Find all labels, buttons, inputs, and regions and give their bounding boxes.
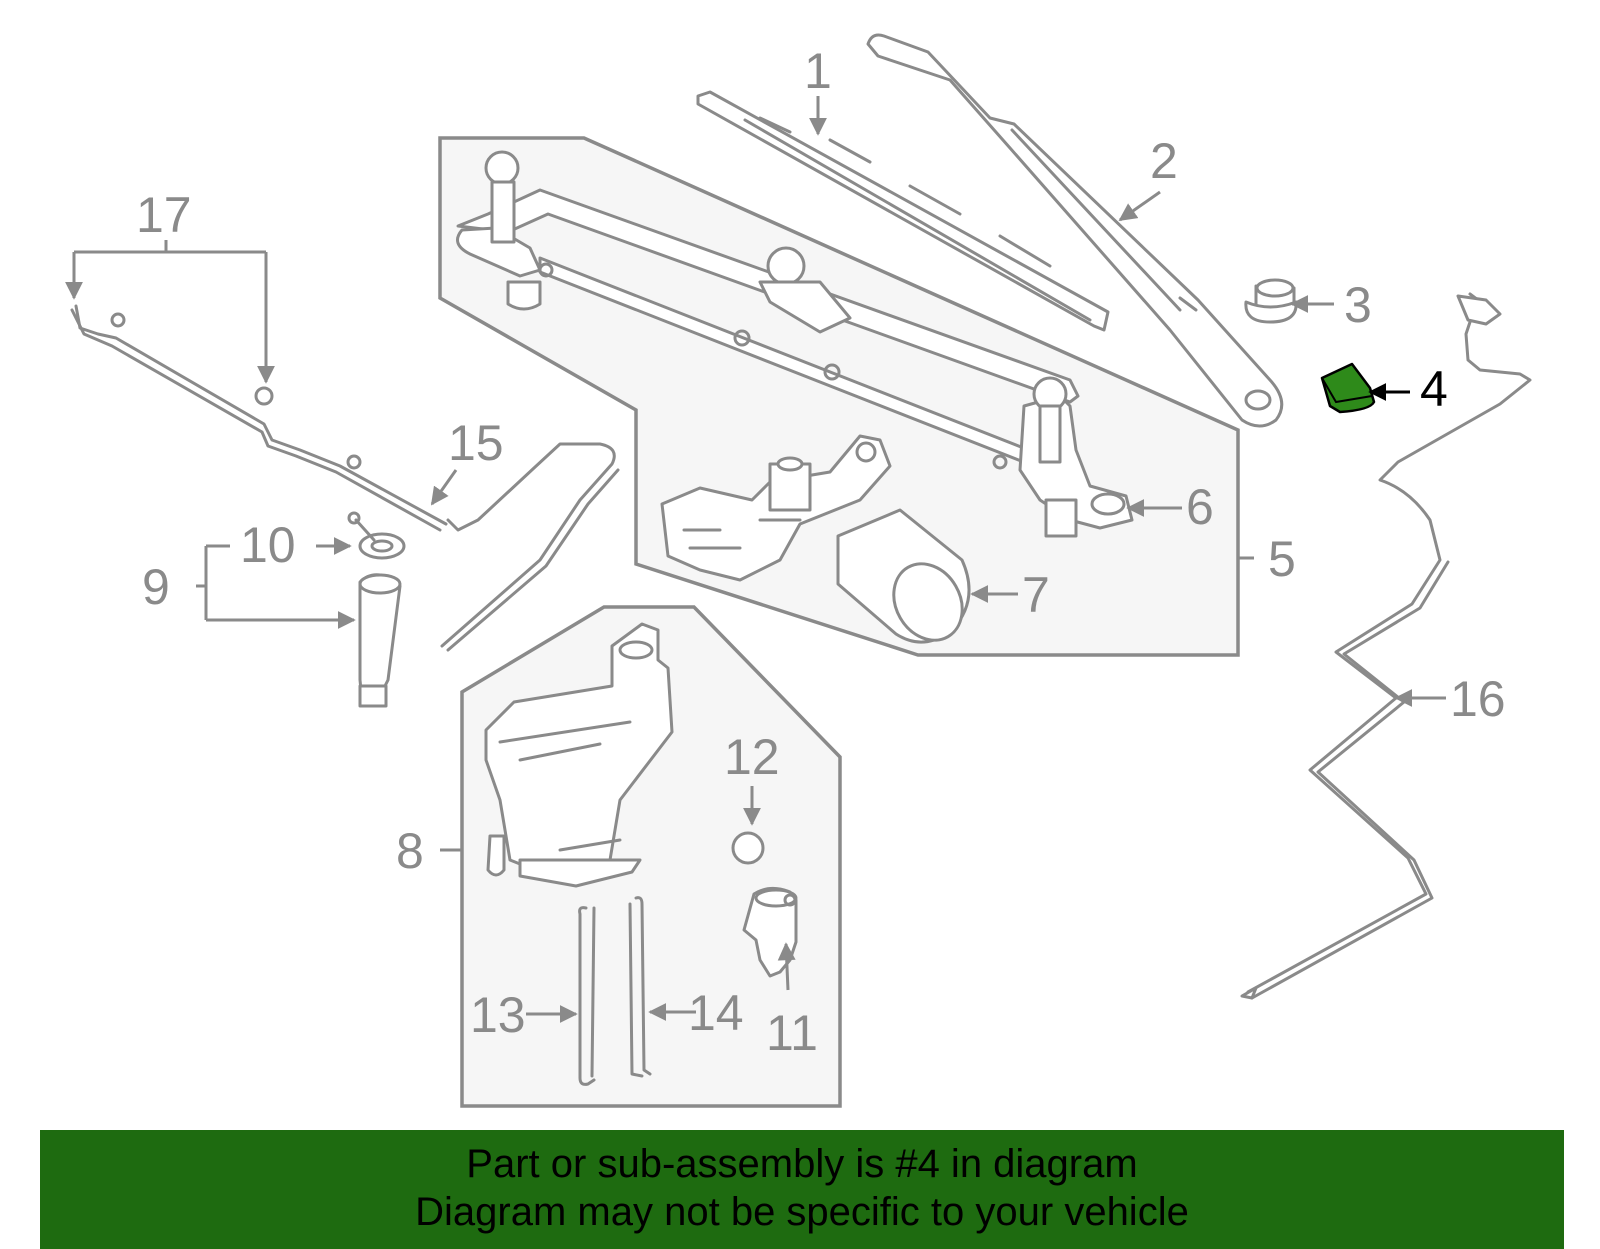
label-17: 17 xyxy=(136,187,192,243)
label-1: 1 xyxy=(804,43,832,99)
label-15: 15 xyxy=(448,415,504,471)
label-7: 7 xyxy=(1022,567,1050,623)
label-5: 5 xyxy=(1268,531,1296,587)
washer-reservoir xyxy=(484,622,674,888)
label-10: 10 xyxy=(240,517,296,573)
grommet xyxy=(731,831,765,865)
filler-cap xyxy=(347,511,406,560)
label-6: 6 xyxy=(1186,479,1214,535)
hose-13 xyxy=(578,906,596,1086)
label-9: 9 xyxy=(142,559,170,615)
wiper-linkage xyxy=(456,150,1134,538)
hose-15 xyxy=(440,442,620,652)
linkage-panel xyxy=(438,136,1240,657)
wiper-blade xyxy=(696,90,1110,332)
info-banner: Part or sub-assembly is #4 in diagram Di… xyxy=(40,1130,1564,1249)
label-4: 4 xyxy=(1420,361,1448,417)
label-13: 13 xyxy=(470,987,526,1043)
wiper-motor xyxy=(660,434,971,644)
label-16: 16 xyxy=(1450,671,1506,727)
label-11: 11 xyxy=(766,1005,818,1061)
hose-16 xyxy=(1246,292,1532,994)
label-12: 12 xyxy=(724,729,780,785)
label-3: 3 xyxy=(1344,277,1372,333)
banner-line-2: Diagram may not be specific to your vehi… xyxy=(415,1190,1189,1234)
filler-neck xyxy=(358,573,402,708)
label-8: 8 xyxy=(396,823,424,879)
wiper-cap-highlighted xyxy=(1320,362,1376,414)
nut xyxy=(1244,278,1298,324)
label-14: 14 xyxy=(688,985,744,1041)
wiper-arm xyxy=(866,33,1284,428)
hose-17 xyxy=(74,304,448,526)
banner-line-1: Part or sub-assembly is #4 in diagram xyxy=(466,1142,1138,1186)
label-2: 2 xyxy=(1150,133,1178,189)
hose-14 xyxy=(628,896,652,1078)
